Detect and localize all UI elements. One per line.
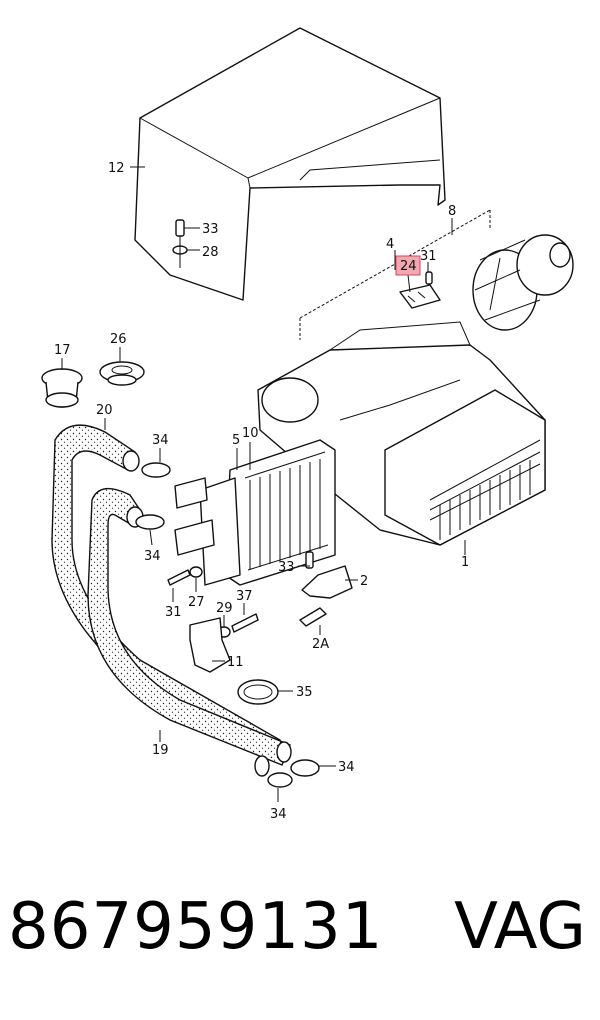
blower-fan [472, 234, 574, 331]
callout-19: 19 [152, 743, 169, 758]
assembly-frame [299, 209, 491, 340]
cover-panel [134, 27, 446, 301]
callout-31: 31 [165, 605, 182, 620]
callout-33: 33 [278, 560, 295, 575]
callout-4: 4 [386, 237, 394, 252]
part-number: 867959131 [8, 890, 384, 964]
washer-27 [189, 566, 203, 578]
flap-lever-24 [399, 284, 441, 309]
bracket-11 [189, 617, 231, 673]
callout-11: 11 [227, 655, 244, 670]
callout-29: 29 [216, 601, 233, 616]
housing-vents [439, 460, 531, 540]
callout-17: 17 [54, 343, 71, 358]
screw-33-lower [305, 551, 314, 569]
callout-34: 34 [144, 549, 161, 564]
callout-labels: 12 33 28 8 4 31 24 17 26 20 34 5 10 34 1… [54, 161, 469, 822]
callout-24: 24 [400, 259, 417, 274]
clip-2a [299, 607, 327, 627]
callout-34: 34 [270, 807, 287, 822]
clamp-34-upper [135, 462, 320, 788]
callout-2a: 2A [312, 637, 329, 652]
callout-26: 26 [110, 332, 127, 347]
heater-housing [257, 321, 546, 546]
screw-31-top [425, 271, 433, 285]
grommet-26 [99, 361, 145, 386]
screw-31-lower [167, 569, 191, 586]
callout-31: 31 [420, 249, 437, 264]
grommet-17 [41, 368, 83, 408]
heat-exchanger [174, 439, 336, 586]
callout-27: 27 [188, 595, 205, 610]
callout-10: 10 [242, 426, 259, 441]
callout-33: 33 [202, 222, 219, 237]
footer: 867959131 VAG [0, 890, 600, 1000]
callout-8: 8 [448, 204, 456, 219]
callout-34: 34 [152, 433, 169, 448]
callout-28: 28 [202, 245, 219, 260]
callout-37: 37 [236, 589, 253, 604]
clamp-35 [237, 679, 279, 705]
brand-name: VAG [454, 890, 586, 964]
callout-20: 20 [96, 403, 113, 418]
leader-lines [61, 166, 466, 802]
screw-37 [231, 613, 259, 633]
callout-24-highlight [395, 255, 421, 276]
callout-1: 1 [461, 555, 469, 570]
screw-33 [172, 219, 188, 268]
callout-12: 12 [108, 161, 125, 176]
exploded-view: 12 33 28 8 4 31 24 17 26 20 34 5 10 34 1… [41, 27, 574, 822]
bracket-2 [301, 565, 353, 599]
callout-5: 5 [232, 433, 240, 448]
callout-2: 2 [360, 574, 368, 589]
callout-34: 34 [338, 760, 355, 775]
callout-35: 35 [296, 685, 313, 700]
